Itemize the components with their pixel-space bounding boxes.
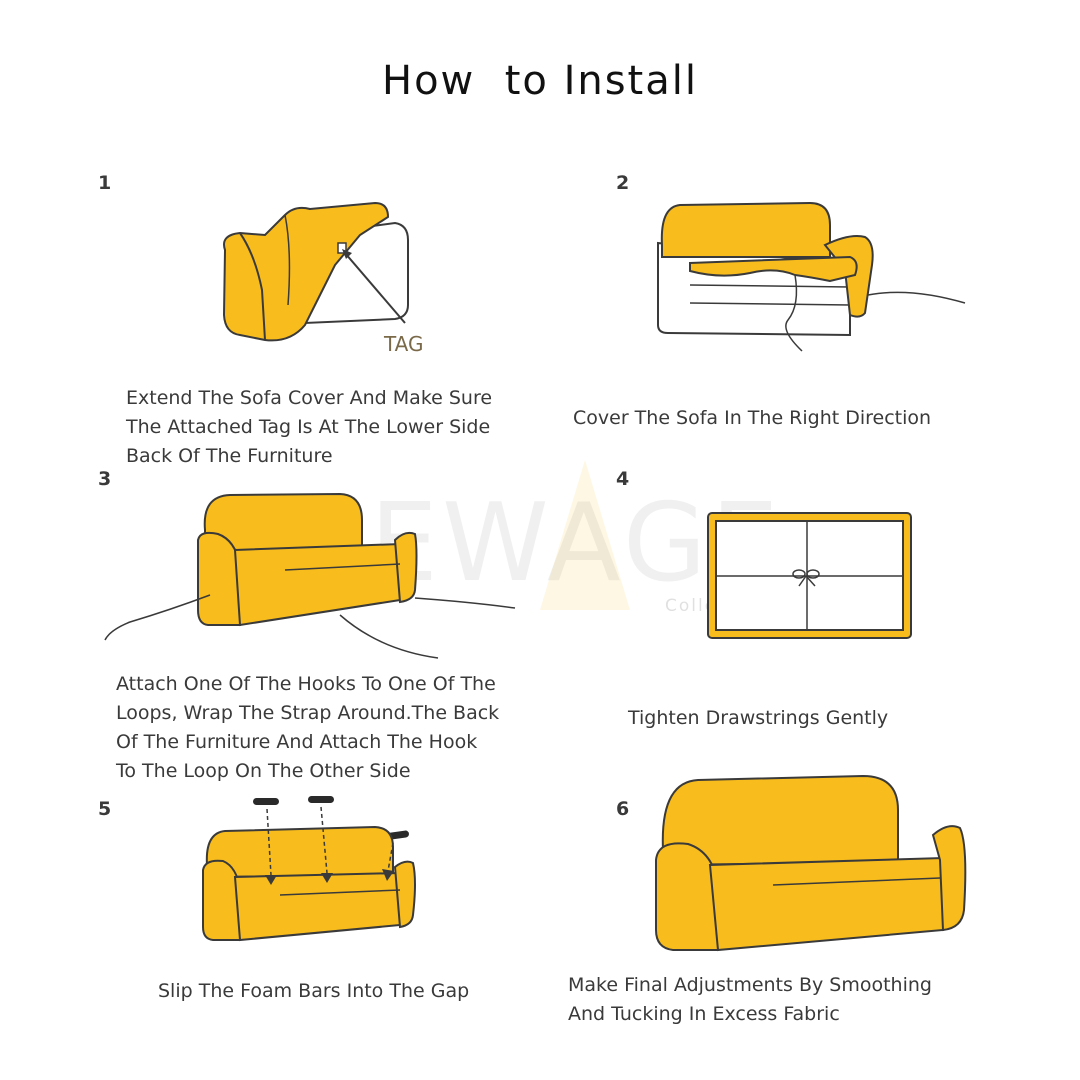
caption-line: Of The Furniture And Attach The Hook (116, 731, 478, 753)
caption-line: Back Of The Furniture (126, 445, 333, 467)
step-5-illustration (202, 796, 416, 942)
step-1-illustration (222, 201, 409, 342)
caption-line: Extend The Sofa Cover And Make Sure (126, 387, 493, 409)
caption-line: Loops, Wrap The Strap Around.The Back (116, 702, 500, 724)
drawstring-bow-icon (792, 569, 820, 587)
caption-line: Attach One Of The Hooks To One Of The (116, 673, 496, 695)
caption-line: Tighten Drawstrings Gently (628, 707, 889, 729)
caption-line: Make Final Adjustments By Smoothing (568, 974, 932, 996)
caption-line: To The Loop On The Other Side (116, 760, 411, 782)
step-4-number: 4 (616, 468, 630, 490)
step-6-number: 6 (616, 798, 630, 820)
step-2-caption: Cover The Sofa In The Right Direction (573, 404, 931, 433)
caption-line: The Attached Tag Is At The Lower Side (126, 416, 491, 438)
step-1-caption: Extend The Sofa Cover And Make Sure The … (126, 384, 492, 471)
step-4-caption: Tighten Drawstrings Gently (628, 704, 888, 733)
step-3-caption: Attach One Of The Hooks To One Of The Lo… (116, 670, 499, 786)
step-5-caption: Slip The Foam Bars Into The Gap (158, 977, 469, 1006)
step-2-illustration (657, 201, 966, 352)
step-2-number: 2 (616, 172, 630, 194)
step-1-number: 1 (98, 172, 112, 194)
caption-line: Slip The Foam Bars Into The Gap (158, 980, 470, 1002)
step-4-illustration (707, 512, 912, 639)
page-title: How to Install (382, 58, 698, 104)
step-6-illustration (655, 774, 967, 952)
step-5-number: 5 (98, 798, 112, 820)
caption-line: And Tucking In Excess Fabric (568, 1003, 840, 1025)
step-3-number: 3 (98, 468, 112, 490)
step-1-tag-label: TAG (384, 332, 424, 356)
caption-line: Cover The Sofa In The Right Direction (573, 407, 932, 429)
step-3-illustration (104, 492, 516, 659)
step-6-caption: Make Final Adjustments By Smoothing And … (568, 971, 932, 1029)
